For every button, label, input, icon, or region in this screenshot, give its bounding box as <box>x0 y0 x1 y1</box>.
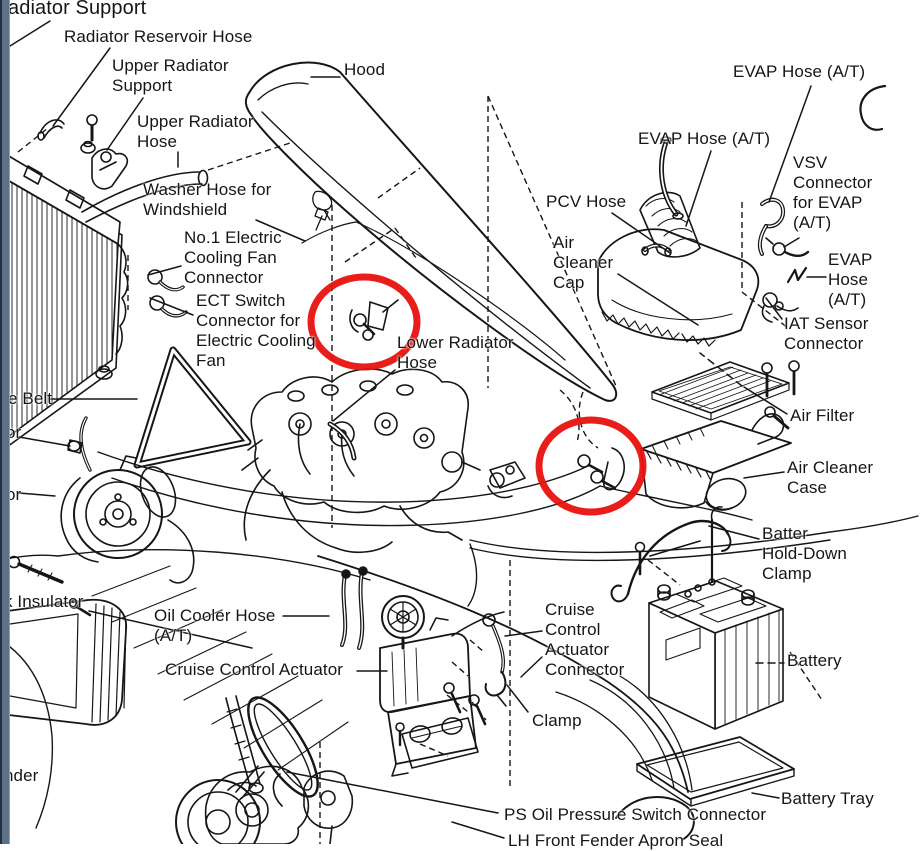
cruise-connector-clamp-part <box>482 613 507 707</box>
hood-part <box>244 61 618 402</box>
engine-mount-insulator <box>0 598 127 726</box>
leader-line-connector-cut-2 <box>18 492 56 497</box>
battery-hold-down-clamp-part <box>610 506 732 611</box>
small-belt-part <box>247 696 319 798</box>
oil-cooler-hoses-part <box>340 566 368 650</box>
leader-line-air-filter <box>743 386 788 415</box>
ac-compressor <box>60 416 195 584</box>
leader-line-air-cleaner-case <box>743 471 785 479</box>
cruise-control-actuator-part <box>379 595 505 777</box>
fender-apron-seal-part <box>615 795 695 841</box>
cruise-cables <box>467 515 919 607</box>
evap-squiggle-part <box>786 266 808 284</box>
leader-line-no1-fan-connector <box>147 265 182 276</box>
leader-line-radiator-support <box>9 20 51 47</box>
leader-line-air-filter <box>699 352 743 387</box>
leader-line-evap-hose-1 <box>768 85 812 203</box>
leader-line-ps-oil-pressure <box>286 771 499 814</box>
radiator-reservoir-hose-part <box>37 119 65 141</box>
upper-radiator-hose-part <box>81 169 209 223</box>
leader-line-ect-switch-connector <box>149 297 194 316</box>
filter-bolts <box>761 360 800 430</box>
engine-ground-part <box>487 461 526 499</box>
upper-radiator-support-part <box>86 114 129 190</box>
leader-line-insulator-cut <box>88 610 253 649</box>
air-cleaner-case-part <box>640 413 792 511</box>
leader-line-cruise-actuator-connector <box>504 630 543 637</box>
battery-tray-part <box>636 736 795 807</box>
highlight-circles <box>307 273 647 516</box>
leader-line-battery-tray <box>751 792 780 799</box>
highlighted-part-1 <box>349 299 399 341</box>
air-filter-part <box>651 361 790 421</box>
air-cleaner-cap-part <box>597 136 760 347</box>
leader-line-upper-radiator-support <box>106 97 144 151</box>
leader-line-iat-sensor-connector <box>765 297 783 320</box>
highlight-circle-2 <box>535 416 647 516</box>
ps-oil-switch-part <box>272 770 354 844</box>
leader-line-washer-hose <box>255 219 306 242</box>
pcv-hose-part <box>641 243 672 257</box>
leader-line-lh-fender-seal <box>451 821 505 839</box>
leader-line-vsv-connector <box>783 237 800 248</box>
vsv-connector-part <box>765 237 810 257</box>
leader-line-clamp <box>506 684 529 713</box>
highlighted-part-2 <box>577 447 625 491</box>
label-leader-lines <box>9 20 827 839</box>
highlight-circle-1 <box>307 273 421 371</box>
cooling-fan-connectors <box>147 269 188 318</box>
iat-connector-part <box>761 292 799 323</box>
leader-line-cruise-actuator-connector <box>520 656 543 678</box>
drive-belt-part <box>133 346 252 469</box>
leader-line-evap-hose-2 <box>685 150 712 227</box>
steering-bracket-part <box>395 717 479 769</box>
leader-line-lower-radiator-hose <box>332 369 396 422</box>
leader-line-air-cleaner-cap <box>617 273 699 326</box>
engine-block <box>241 368 481 554</box>
hose-to-pulley <box>225 695 264 794</box>
battery-part <box>648 577 784 730</box>
leader-line-connector-cut-1 <box>18 436 71 447</box>
leader-line-radiator-reservoir-hose <box>52 47 111 127</box>
lower-radiator-hose-part <box>327 421 357 461</box>
hook-top-right <box>859 84 887 131</box>
leader-line-battery-hold-down-clamp <box>708 525 760 540</box>
leader-line-pcv-hose <box>611 212 671 254</box>
window-edge <box>0 0 10 844</box>
